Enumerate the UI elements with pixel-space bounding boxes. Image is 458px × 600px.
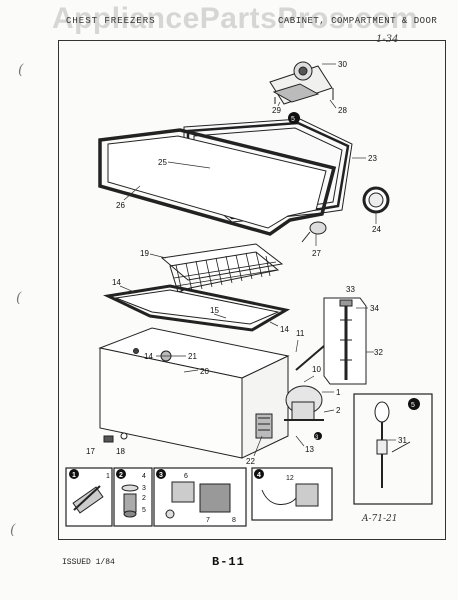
binder-hole-mark: ( <box>18 62 24 78</box>
inset-label-7: 7 <box>206 517 210 524</box>
callout-33: 33 <box>346 285 355 294</box>
door-gasket-part-26 <box>98 128 337 236</box>
callout-14a: 14 <box>112 278 121 287</box>
callout-10: 10 <box>312 365 321 374</box>
footer-issued: ISSUED 1/84 <box>62 558 115 567</box>
callout-18: 18 <box>116 447 125 456</box>
breaker-strip-part-15 <box>103 284 291 332</box>
inset-marker-4 <box>254 469 264 479</box>
callout-circle-5b <box>408 398 420 410</box>
handwritten-code: 1-34 <box>376 34 399 45</box>
callout-34: 34 <box>370 304 379 313</box>
callout-13: 13 <box>305 445 314 454</box>
callout-19: 19 <box>140 249 149 258</box>
inset-marker-3 <box>156 469 166 479</box>
cabinet-body <box>98 327 290 459</box>
wire-basket-part-19 <box>160 243 284 293</box>
inset-label-6: 6 <box>184 473 188 480</box>
callout-17: 17 <box>86 447 95 456</box>
callout-20: 20 <box>200 367 209 376</box>
inset-box-4 <box>251 467 333 521</box>
inset-label-5: 5 <box>142 507 146 514</box>
callout-27: 27 <box>312 249 321 258</box>
callout-11: 11 <box>296 329 305 338</box>
inset-marker-1 <box>69 469 79 479</box>
diagram-frame <box>58 40 446 540</box>
handle-part-24 <box>362 186 390 214</box>
callout-14b: 14 <box>280 325 289 334</box>
watermark: AppliancePartsPros.com <box>51 2 419 35</box>
callout-circle-5 <box>288 112 300 124</box>
inset-label-3: 3 <box>142 485 146 492</box>
inset-label-4: 4 <box>142 473 146 480</box>
inset-label-1: 1 <box>106 473 110 480</box>
callout-5a: 5 <box>291 116 295 123</box>
callout-1: 1 <box>336 388 341 397</box>
callout-dot-3 <box>314 432 322 440</box>
callout-26: 26 <box>116 201 125 210</box>
footer-page-number: B-11 <box>212 555 245 569</box>
callout-32: 32 <box>374 348 383 357</box>
callout-3: 3 <box>315 435 319 441</box>
callout-29: 29 <box>272 106 281 115</box>
inset-4-wire <box>261 483 319 507</box>
inset-number-4: 4 <box>257 472 261 479</box>
thermostat-part-32 <box>295 297 367 385</box>
inset-3-switch <box>165 481 231 519</box>
callout-2: 2 <box>336 406 341 415</box>
inset-label-12: 12 <box>286 475 294 482</box>
inset-2-fitting <box>121 484 139 518</box>
latch-part-27 <box>301 221 327 243</box>
callout-21: 21 <box>188 352 197 361</box>
hinge-assembly <box>269 61 334 105</box>
callout-23: 23 <box>368 154 377 163</box>
inset-number-3: 3 <box>159 472 163 479</box>
compressor-part-1 <box>284 385 324 421</box>
grille-part-2 <box>255 413 273 439</box>
inset-label-2: 2 <box>142 495 146 502</box>
light-assembly-part-31 <box>374 401 411 488</box>
callout-30: 30 <box>338 60 347 69</box>
callout-22: 22 <box>246 457 255 466</box>
inset-label-8: 8 <box>232 517 236 524</box>
binder-hole-mark: ( <box>10 522 16 538</box>
header-left-title: CHEST FREEZERS <box>66 16 156 26</box>
inset-1-hose <box>72 485 104 514</box>
inset-box-5 <box>353 393 433 505</box>
callout-15: 15 <box>210 306 219 315</box>
callout-28: 28 <box>338 106 347 115</box>
callout-5b: 5 <box>411 402 415 409</box>
header-right-title: CABINET, COMPARTMENT & DOOR <box>278 16 438 26</box>
inset-number-2: 2 <box>119 472 123 479</box>
binder-hole-mark: ( <box>16 290 22 306</box>
callout-31: 31 <box>398 436 407 445</box>
diagram-id: A-71-21 <box>362 514 398 524</box>
callout-24: 24 <box>372 225 381 234</box>
inset-marker-2 <box>116 469 126 479</box>
callout-14c: 14 <box>144 352 153 361</box>
callout-25: 25 <box>158 158 167 167</box>
inset-number-1: 1 <box>72 472 76 479</box>
